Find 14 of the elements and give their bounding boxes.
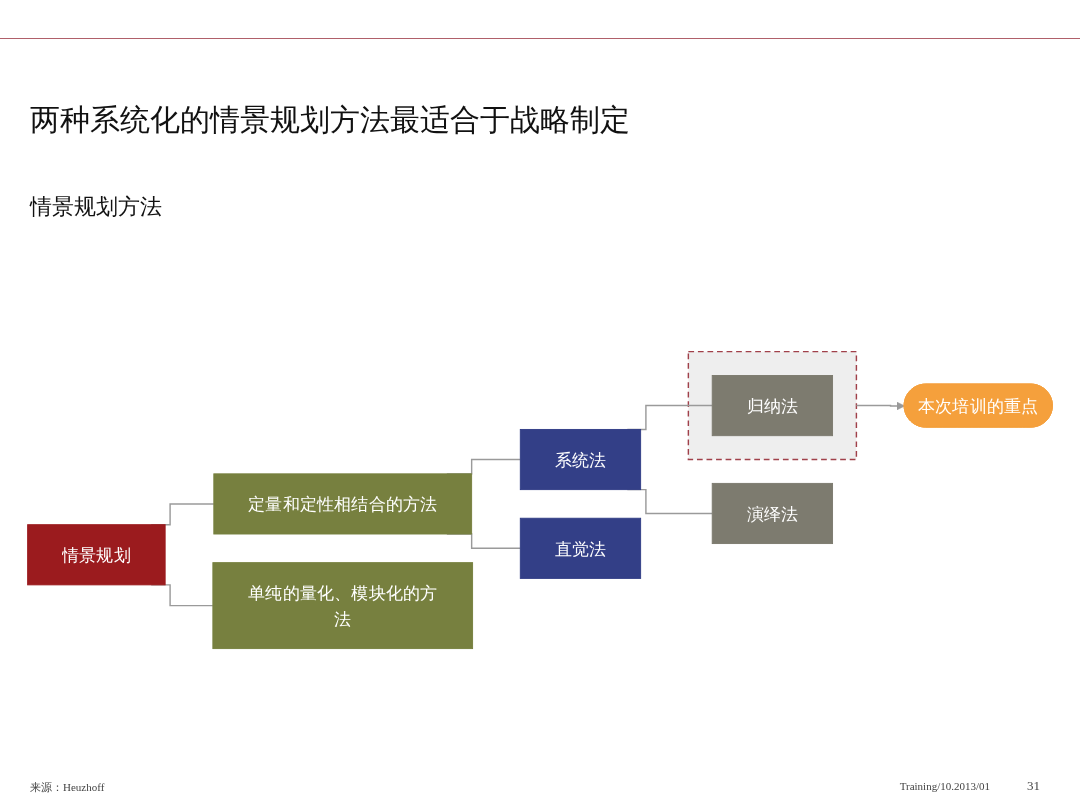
node-box: 归纳法 bbox=[711, 374, 833, 437]
arrow bbox=[855, 401, 905, 411]
node-box: 系统法 bbox=[519, 428, 642, 490]
section-heading: 情景规划方法 bbox=[30, 193, 162, 221]
footer-text: Training/10.2013/01 bbox=[899, 780, 990, 792]
node-box: 情景规划 bbox=[27, 524, 166, 586]
node-box: 单纯的量化、模块化的方法 bbox=[212, 562, 474, 649]
node-box: 演绎法 bbox=[711, 482, 833, 544]
source-note: 来源：Heuzhoff bbox=[30, 780, 105, 795]
node-box: 定量和定性相结合的方法 bbox=[213, 473, 473, 535]
cluster bbox=[687, 350, 858, 461]
node-box: 直觉法 bbox=[519, 517, 642, 579]
slide-title: 两种系统化的情景规划方法最适合于战略制定 bbox=[30, 101, 630, 139]
page-number: 31 bbox=[1027, 778, 1040, 794]
